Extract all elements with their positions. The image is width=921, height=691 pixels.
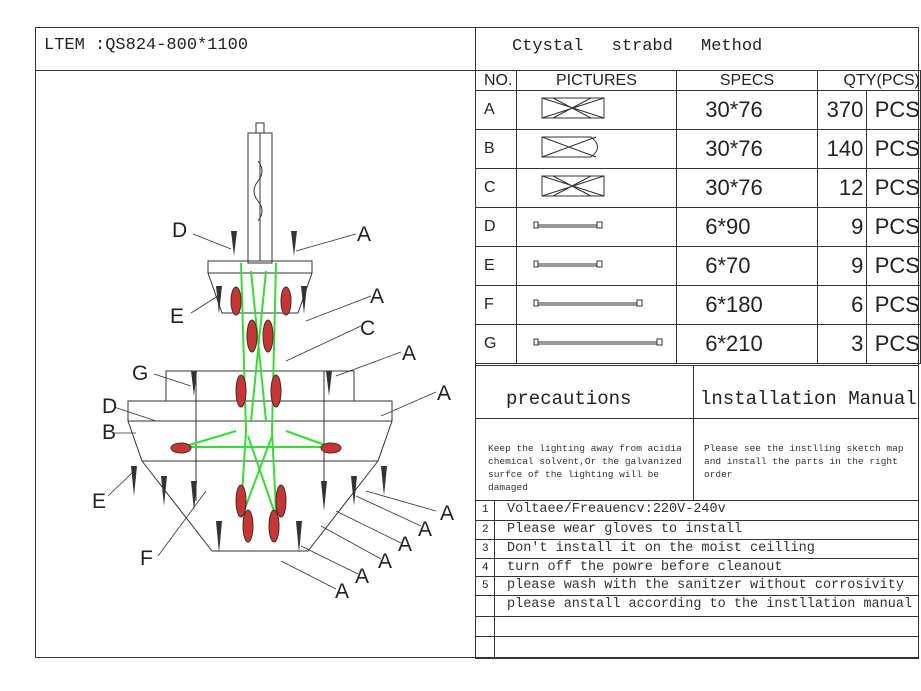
divider — [475, 658, 919, 659]
divider — [475, 365, 919, 366]
part-label: C — [360, 317, 376, 340]
part-spec: 6*180 — [676, 285, 818, 325]
part-no: B — [475, 129, 517, 169]
part-label: D — [102, 395, 118, 418]
part-label: A — [398, 533, 413, 556]
part-qty: 12 — [816, 168, 868, 208]
divider — [475, 616, 919, 617]
divider — [475, 558, 919, 559]
part-spec: 6*90 — [676, 207, 818, 247]
part-qty: 140 — [816, 129, 868, 169]
part-unit: PCS — [866, 129, 921, 169]
part-label: A — [402, 342, 417, 365]
crystal-bar-icon — [515, 90, 678, 130]
rod-icon — [515, 207, 678, 247]
part-label: A — [418, 518, 433, 541]
part-unit: PCS — [866, 168, 921, 208]
part-label: E — [92, 490, 107, 513]
divider — [475, 520, 919, 521]
part-label: F — [140, 547, 153, 570]
part-label: D — [172, 219, 188, 242]
note-text: turn off the powre before cleanout — [507, 560, 783, 575]
note-text: please wash with the sanitzer without co… — [507, 578, 904, 593]
note-text: Please wear gloves to install — [507, 522, 742, 537]
part-qty: 9 — [816, 207, 868, 247]
installation-heading: lnstallation Manual — [700, 388, 917, 410]
crystal-bar-rounded-icon — [515, 129, 678, 169]
part-qty: 3 — [816, 324, 868, 364]
part-spec: 6*70 — [676, 246, 818, 286]
note-number: 5 — [482, 580, 489, 592]
part-no: G — [475, 324, 517, 364]
note-number: 4 — [482, 562, 489, 574]
part-unit: PCS — [866, 285, 921, 325]
divider — [693, 365, 694, 500]
divider — [475, 418, 919, 419]
divider — [475, 500, 919, 501]
note-text: please anstall according to the instllat… — [507, 597, 913, 612]
part-no: F — [475, 285, 517, 325]
part-label: G — [132, 362, 149, 385]
part-unit: PCS — [866, 207, 921, 247]
part-no: C — [475, 168, 517, 208]
part-label: A — [378, 550, 393, 573]
part-label: A — [437, 382, 452, 405]
part-label: A — [355, 565, 370, 588]
rod-icon — [515, 246, 678, 286]
part-label: B — [102, 421, 117, 444]
part-spec: 30*76 — [676, 129, 818, 169]
header-qty: QTY(PCS) — [816, 70, 921, 91]
method-title: Ctystal strabd Method — [512, 37, 763, 56]
note-number: 1 — [482, 504, 489, 516]
divider — [494, 500, 495, 658]
part-unit: PCS — [866, 90, 921, 130]
crystal-bar-icon — [515, 168, 678, 208]
note-text: Don't install it on the moist ceilling — [507, 541, 815, 556]
rod-icon — [515, 324, 678, 364]
part-no: E — [475, 246, 517, 286]
part-label: A — [335, 580, 350, 603]
note-number: 2 — [482, 524, 489, 536]
header-specs: SPECS — [676, 70, 818, 91]
part-qty: 370 — [816, 90, 868, 130]
part-spec: 30*76 — [676, 168, 818, 208]
rod-icon — [515, 285, 678, 325]
part-unit: PCS — [866, 246, 921, 286]
chandelier-diagram — [107, 122, 437, 590]
part-qty: 9 — [816, 246, 868, 286]
divider — [475, 576, 919, 577]
part-qty: 6 — [816, 285, 868, 325]
part-spec: 6*210 — [676, 324, 818, 364]
divider — [475, 595, 919, 596]
precautions-heading: precautions — [506, 388, 632, 410]
part-label: A — [370, 285, 385, 308]
part-no: D — [475, 207, 517, 247]
part-unit: PCS — [866, 324, 921, 364]
note-text: Voltaee/Freauencv:220V-240v — [507, 502, 726, 517]
note-number: 3 — [482, 543, 489, 555]
part-label: A — [357, 223, 372, 246]
part-label: E — [170, 305, 185, 328]
part-no: A — [475, 90, 517, 130]
divider — [475, 539, 919, 540]
item-title: LTEM :QS824-800*1100 — [44, 36, 249, 55]
header-no: NO. — [475, 70, 517, 91]
divider — [475, 636, 919, 637]
part-label: A — [440, 502, 455, 525]
precautions-text: Keep the lighting away from acidia chemi… — [488, 443, 682, 493]
installation-text: Please see the instlling sketch map and … — [704, 443, 904, 480]
header-pictures: PICTURES — [515, 70, 678, 91]
part-spec: 30*76 — [676, 90, 818, 130]
